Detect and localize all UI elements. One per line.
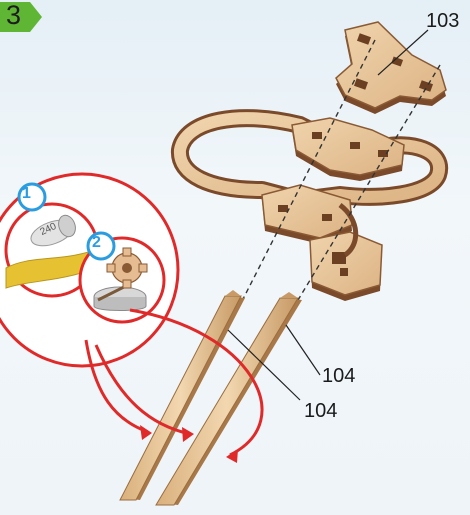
badge-2-label: 2 xyxy=(92,234,101,252)
label-103: 103 xyxy=(426,10,459,33)
middle-frame xyxy=(180,118,439,244)
leader-104-b xyxy=(286,325,320,375)
label-104-a: 104 xyxy=(322,365,355,388)
badge-1-label: 1 xyxy=(22,185,31,203)
label-104-b: 104 xyxy=(304,400,337,423)
part-103 xyxy=(336,22,446,114)
